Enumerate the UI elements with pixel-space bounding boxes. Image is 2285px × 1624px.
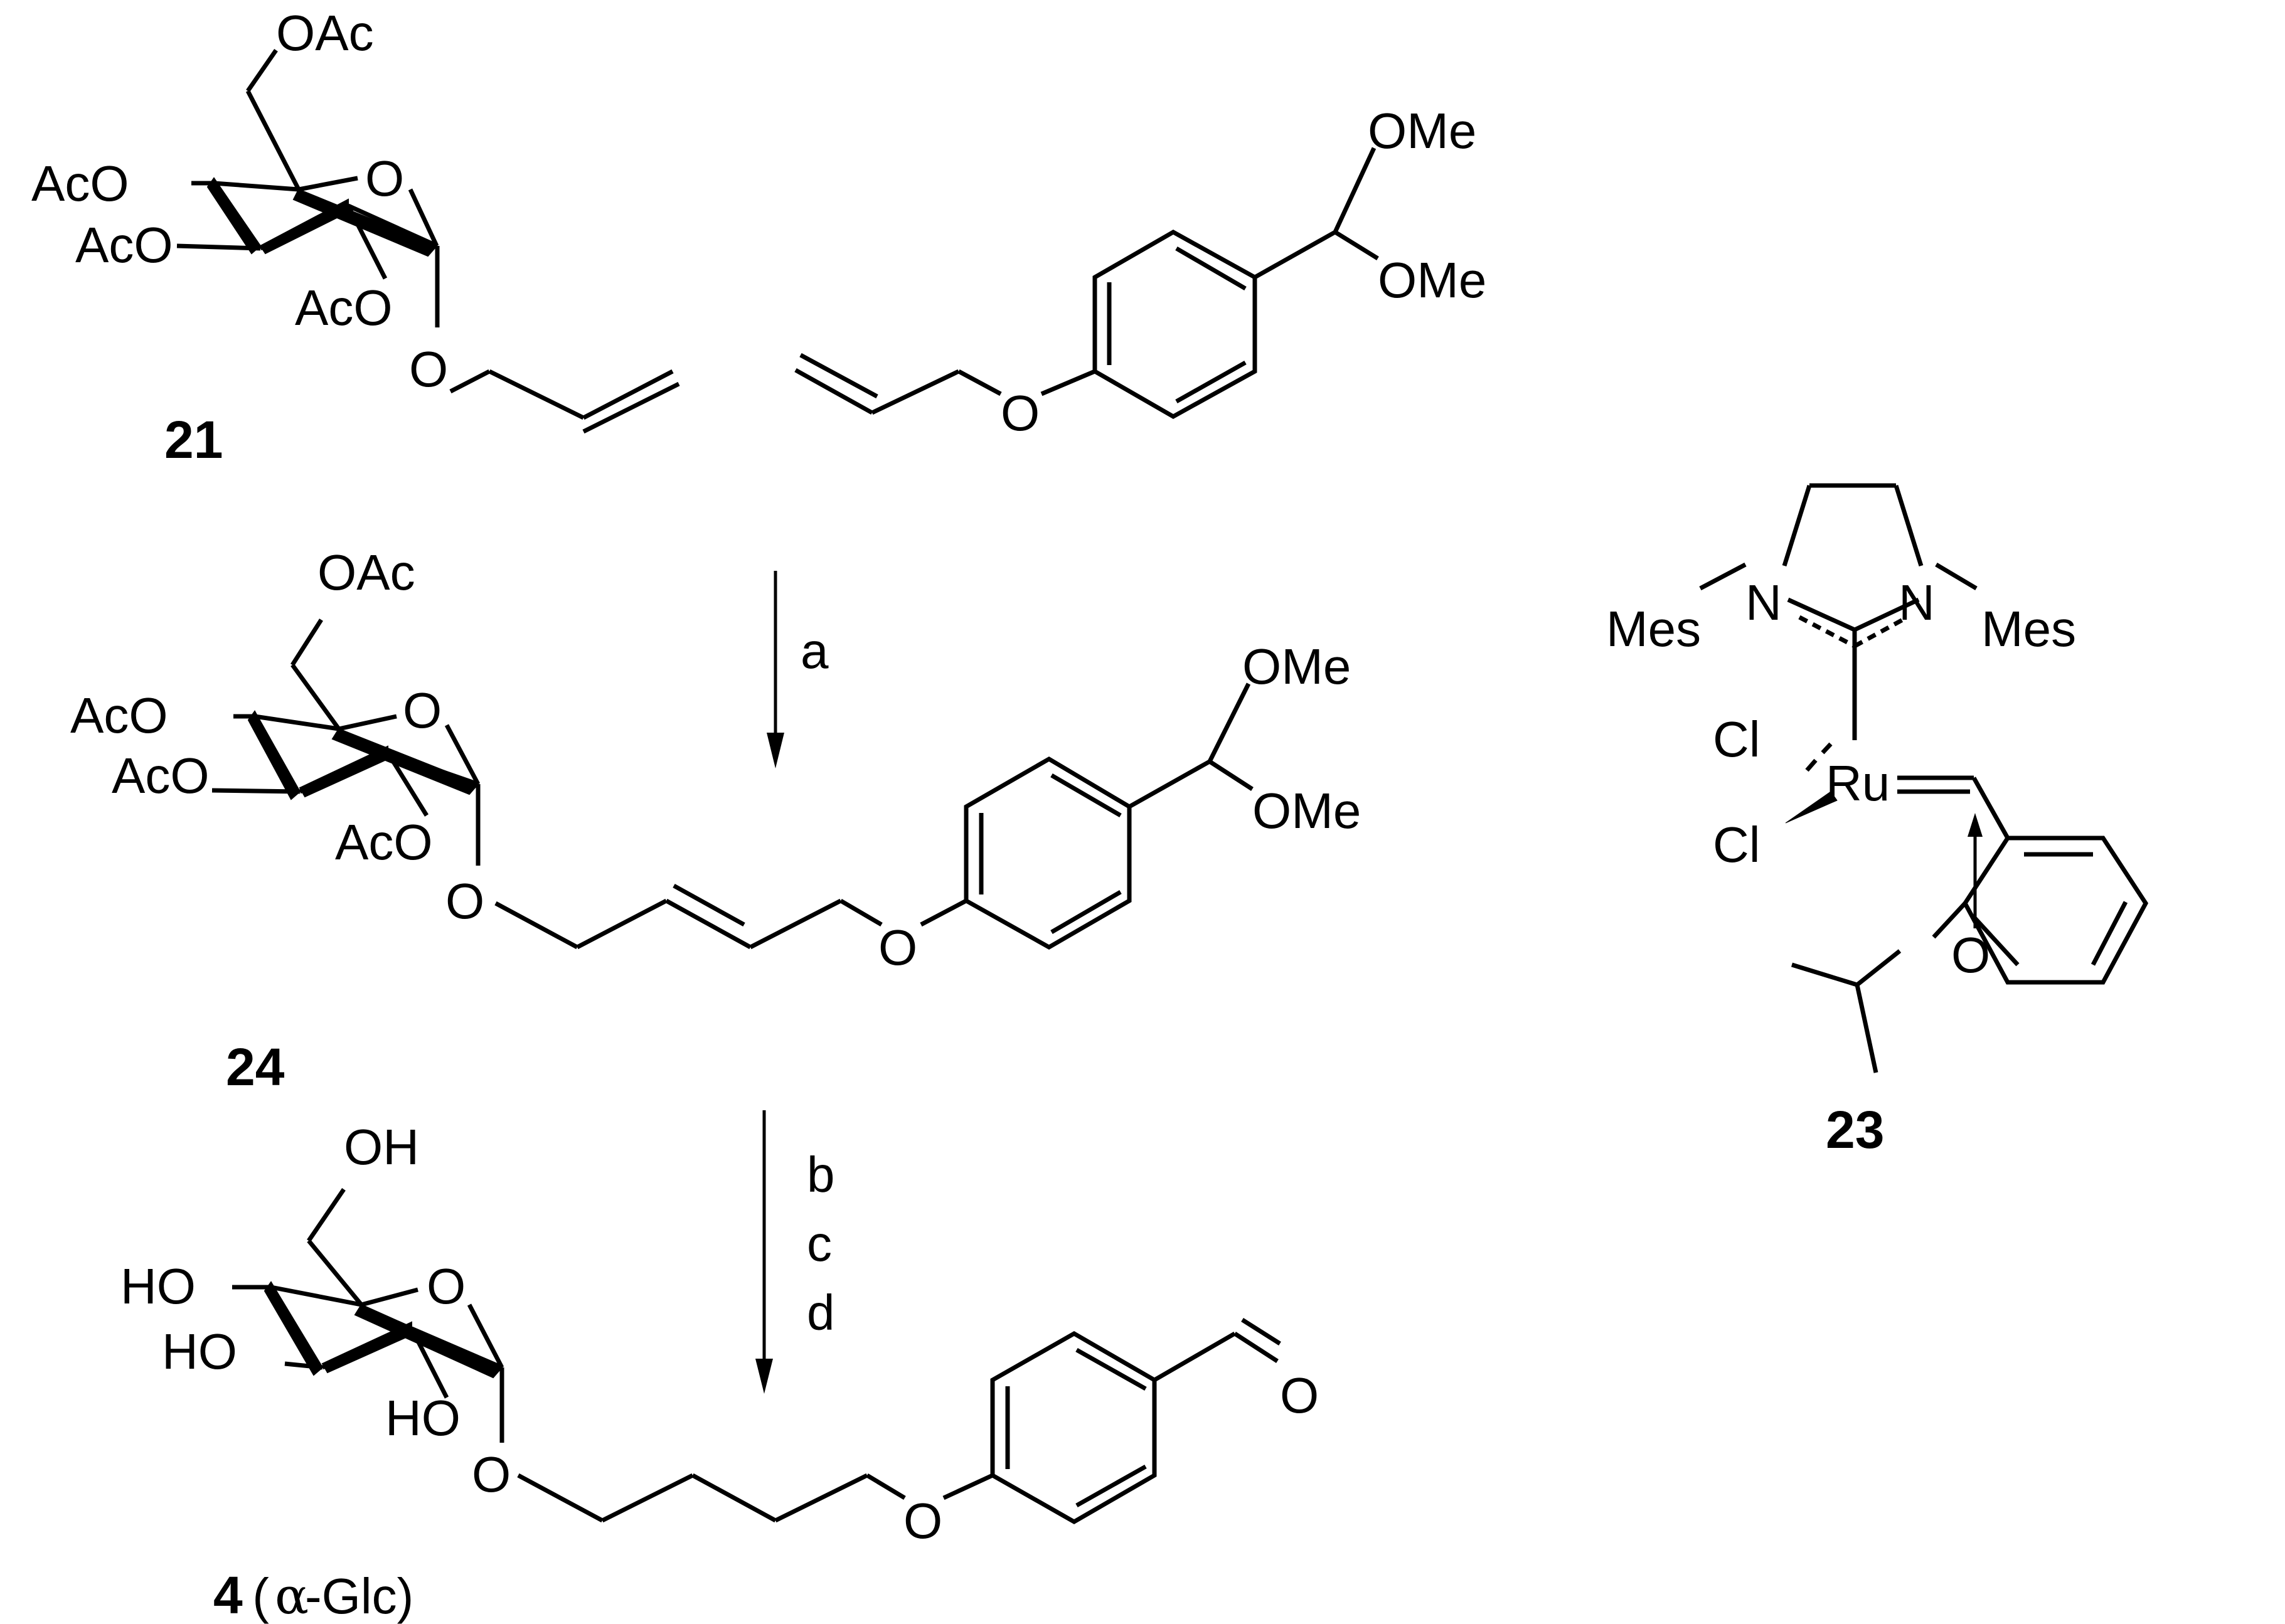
ome-bottom-label: OMe: [1378, 252, 1486, 308]
mes-left-label: Mes: [1606, 601, 1701, 657]
ring-oxygen-label: O: [365, 151, 404, 206]
oh-6-label: OH: [344, 1119, 419, 1175]
ruthenium-label: Ru: [1826, 755, 1890, 811]
compound-24-labels: OAc AcO AcO AcO O O O OMe OMe 24: [70, 544, 1361, 1096]
ho-3-label: HO: [162, 1324, 237, 1379]
compound-23-labels: Mes Mes N N Cl Cl Ru O 23: [1606, 575, 2076, 1159]
anomeric-oxygen-label: O: [445, 873, 484, 929]
mes-right-label: Mes: [1981, 601, 2076, 657]
compound-label-4: 4: [213, 1566, 243, 1624]
oac-6-label: OAc: [276, 5, 374, 61]
anomeric-oxygen-label: O: [409, 341, 448, 397]
ome-bottom-label: OMe: [1252, 783, 1361, 839]
ho-2-label: HO: [385, 1390, 461, 1446]
condition-b: b: [807, 1147, 835, 1202]
ring-oxygen-label: O: [427, 1258, 466, 1314]
nitrogen-left-label: N: [1745, 575, 1782, 630]
alpha-symbol: α: [275, 1567, 309, 1624]
compound-21: OAc AcO AcO AcO O O 21: [31, 5, 680, 469]
compound-label-24: 24: [226, 1038, 285, 1096]
compound-4-suffix-open: (: [238, 1568, 269, 1624]
allyloxy-acetal-labels: OMe OMe O: [1001, 103, 1486, 441]
ome-top-label: OMe: [1368, 103, 1476, 159]
condition-d: d: [807, 1285, 835, 1340]
oac-6-label: OAc: [317, 544, 415, 600]
ho-4-label: HO: [120, 1258, 196, 1314]
compound-24-bonds: [211, 618, 1254, 950]
compound-4: OH HO HO HO O O O O 4 ( α -Glc): [120, 1119, 1319, 1624]
reaction-arrow-bcd: b c d: [755, 1110, 835, 1394]
anomeric-oxygen-label: O: [472, 1446, 511, 1502]
ring-oxygen-label: O: [403, 682, 442, 738]
compound-4-bonds: [232, 1188, 1281, 1525]
compound-label-23: 23: [1826, 1100, 1884, 1159]
chloride-bottom-label: Cl: [1713, 817, 1760, 873]
compound-4-labels: OH HO HO HO O O O O 4 ( α -Glc): [120, 1119, 1319, 1624]
reaction-arrow-a: a: [767, 571, 829, 768]
aco-2-label: AcO: [295, 280, 393, 336]
ether-oxygen-label: O: [1951, 927, 1990, 983]
compound-23: Mes Mes N N Cl Cl Ru O 23: [1606, 483, 2149, 1159]
aldehyde-oxygen-label: O: [1280, 1367, 1319, 1423]
chloride-top-label: Cl: [1713, 711, 1760, 767]
aco-3-label: AcO: [75, 217, 173, 273]
ether-oxygen-label: O: [1001, 385, 1040, 441]
condition-a: a: [801, 623, 829, 679]
aco-4-label: AcO: [31, 156, 129, 211]
compound-21-labels: OAc AcO AcO AcO O O 21: [31, 5, 448, 469]
compound-4-suffix-close: -Glc): [305, 1568, 413, 1624]
condition-c: c: [807, 1216, 832, 1271]
ether-oxygen-label: O: [878, 920, 917, 975]
allyloxy-acetal: OMe OMe O: [794, 103, 1486, 441]
aco-3-label: AcO: [112, 748, 210, 804]
compound-label-21: 21: [164, 410, 223, 469]
compound-23-bonds: [1699, 483, 2149, 1073]
aco-4-label: AcO: [70, 687, 168, 743]
nitrogen-right-label: N: [1899, 575, 1935, 630]
aco-2-label: AcO: [335, 814, 433, 870]
ether-oxygen-label: O: [903, 1493, 942, 1549]
compound-21-bonds: [176, 49, 680, 434]
allyloxy-acetal-bonds: [794, 147, 1379, 420]
compound-24: OAc AcO AcO AcO O O O OMe OMe 24: [70, 544, 1361, 1096]
ome-top-label: OMe: [1242, 639, 1351, 694]
